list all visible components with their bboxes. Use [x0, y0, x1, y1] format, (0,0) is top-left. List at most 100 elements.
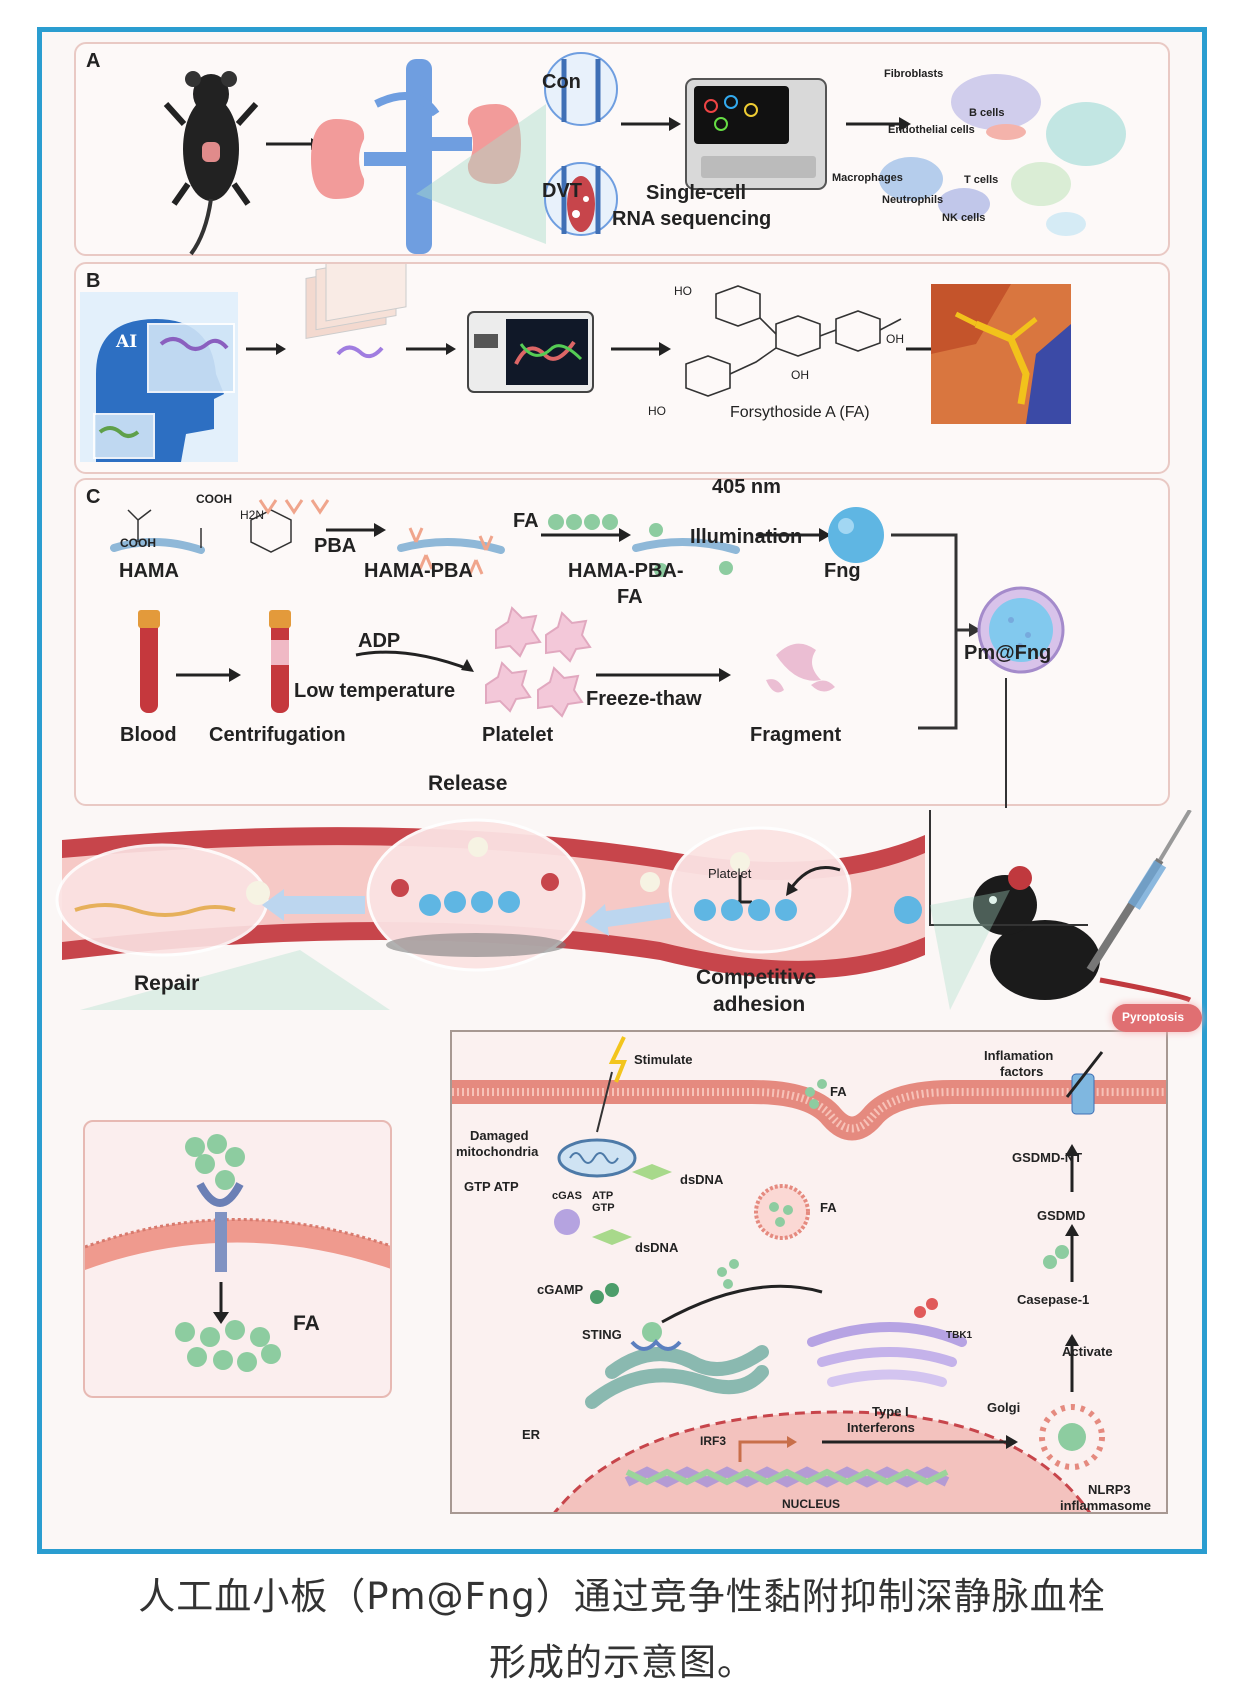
- vessel-art: [55, 810, 1192, 1010]
- dsdna-label-1: dsDNA: [680, 1172, 724, 1187]
- panel-c-label: C: [86, 486, 101, 508]
- caption-line-2: 形成的示意图。: [489, 1641, 755, 1684]
- panel-b-label: B: [86, 270, 101, 292]
- fa-label-c: FA: [513, 510, 539, 532]
- gsdmd-label: GSDMD: [1037, 1208, 1086, 1223]
- cluster-endothelial: Endothelial cells: [888, 124, 975, 136]
- panel-a-label: A: [86, 50, 101, 72]
- fragment-icon: [766, 643, 835, 693]
- fragment-label: Fragment: [750, 724, 842, 746]
- cluster-fibroblasts: Fibroblasts: [884, 68, 944, 80]
- hama-label: HAMA: [119, 560, 179, 582]
- sting-label: STING: [582, 1327, 622, 1342]
- cluster-t-cells: T cells: [964, 174, 999, 186]
- nm-label: 405 nm: [712, 476, 781, 498]
- type1-label-1: Type I: [872, 1404, 909, 1419]
- cluster-macrophages: Macrophages: [832, 172, 903, 184]
- competitive-label-1: Competitive: [696, 966, 817, 989]
- cluster-b-cells: B cells: [969, 107, 1005, 119]
- damaged-label-1: Damaged: [470, 1128, 529, 1143]
- golgi-label: Golgi: [987, 1400, 1021, 1415]
- pba-label: PBA: [314, 535, 357, 557]
- computer-icon: [467, 311, 594, 393]
- nucleus-label: NUCLEUS: [782, 1497, 841, 1511]
- fng-label: Fng: [824, 560, 861, 582]
- panel-b: B: [74, 262, 1170, 474]
- activate-label: Activate: [1062, 1344, 1113, 1359]
- pyroptosis-badge: Pyroptosis: [1112, 1004, 1202, 1032]
- mouse-icon: [163, 71, 259, 256]
- mouse-injection-icon: [973, 810, 1192, 1003]
- cluster-nk-cells: NK cells: [942, 212, 986, 224]
- fa-vesicle-label: FA: [820, 1200, 837, 1215]
- nlrp3-label-2: inflammasome: [1060, 1498, 1152, 1513]
- hama-pba-label: HAMA-PBA: [364, 560, 473, 582]
- receptor-inset: FA: [83, 1120, 392, 1398]
- tbk1-label: TBK1: [946, 1330, 973, 1341]
- compound-label: Forsythoside A (FA): [730, 404, 870, 421]
- pyroptosis-label: Pyroptosis: [1122, 1010, 1185, 1024]
- damaged-label-2: mitochondria: [456, 1144, 539, 1159]
- inset-fa-label: FA: [293, 1312, 320, 1335]
- mechanism-panel: Stimulate FA Damaged mitochondria dsDNA …: [450, 1030, 1168, 1514]
- receptor-inset-art: [85, 1134, 390, 1372]
- caption-line-1: 人工血小板（Pm@Fng）通过竞争性黏附抑制深静脉血栓: [138, 1575, 1106, 1618]
- blood-label: Blood: [120, 724, 177, 746]
- platelet-vessel-label: Platelet: [708, 866, 752, 881]
- seq-label-1: Single-cell: [646, 182, 747, 204]
- kidney-icon: [311, 59, 521, 254]
- panel-a: A: [74, 42, 1170, 256]
- release-label: Release: [428, 772, 508, 795]
- panel-b-art: [80, 264, 1071, 462]
- panel-a-art: [163, 52, 1126, 256]
- nlrp3-label-1: NLRP3: [1088, 1482, 1131, 1497]
- fa-top-label: FA: [830, 1084, 847, 1099]
- cooh-label-2: COOH: [120, 536, 156, 550]
- adp-label: ADP: [358, 630, 401, 652]
- seq-label-2: RNA sequencing: [612, 208, 772, 230]
- forsythoside-structure: [685, 285, 902, 397]
- illumination-label: Illumination: [690, 526, 803, 548]
- cgamp-label: cGAMP: [537, 1282, 584, 1297]
- stimulate-label: Stimulate: [634, 1052, 693, 1067]
- chem-ho-1: HO: [674, 284, 692, 298]
- gtp-atp-label: GTP ATP: [464, 1179, 519, 1194]
- h2n-label: H2N: [240, 508, 265, 522]
- dsdna-label-2: dsDNA: [635, 1240, 679, 1255]
- irf3-label: IRF3: [700, 1434, 727, 1448]
- chem-oh-1: OH: [886, 332, 904, 346]
- type1-label-2: Interferons: [847, 1420, 915, 1435]
- inflam-label-1: Inflamation: [984, 1048, 1054, 1063]
- er-label: ER: [522, 1427, 541, 1442]
- atp-label-2: ATP: [592, 1190, 614, 1202]
- low-temp-label: Low temperature: [294, 680, 456, 702]
- cooh-label-1: COOH: [196, 492, 232, 506]
- protein-stack-icon: [305, 264, 407, 359]
- ai-text: AI: [116, 332, 138, 352]
- casepase-label: Casepase-1: [1017, 1292, 1090, 1307]
- cluster-neutrophils: Neutrophils: [882, 194, 944, 206]
- ai-head-icon: [80, 292, 238, 462]
- inflam-label-2: factors: [1000, 1064, 1044, 1079]
- platelet-label: Platelet: [482, 724, 554, 746]
- docking-image: [931, 284, 1071, 424]
- cgas-label: cGAS: [552, 1190, 582, 1202]
- panel-c: C: [74, 476, 1170, 808]
- pmfng-label: Pm@Fng: [964, 642, 1052, 664]
- gsdmd-nt-label: GSDMD-NT: [1012, 1150, 1083, 1165]
- dvt-label: DVT: [542, 180, 582, 202]
- centrifugation-label: Centrifugation: [209, 724, 346, 746]
- sequencer-icon: [685, 78, 827, 190]
- gtp-label-2: GTP: [592, 1202, 615, 1214]
- umap-clusters: [879, 74, 1126, 236]
- mechanism-art: [452, 1036, 1166, 1512]
- hama-pba-fa-label-2: FA: [617, 586, 643, 608]
- chem-oh-2: OH: [791, 368, 809, 382]
- freeze-thaw-label: Freeze-thaw: [586, 688, 702, 710]
- repair-label: Repair: [134, 972, 200, 995]
- panel-c-art: [110, 499, 1065, 808]
- hama-pba-fa-label-1: HAMA-PBA-: [568, 560, 684, 582]
- con-label: Con: [542, 71, 581, 93]
- chem-ho-2: HO: [648, 404, 666, 418]
- competitive-label-2: adhesion: [713, 993, 806, 1016]
